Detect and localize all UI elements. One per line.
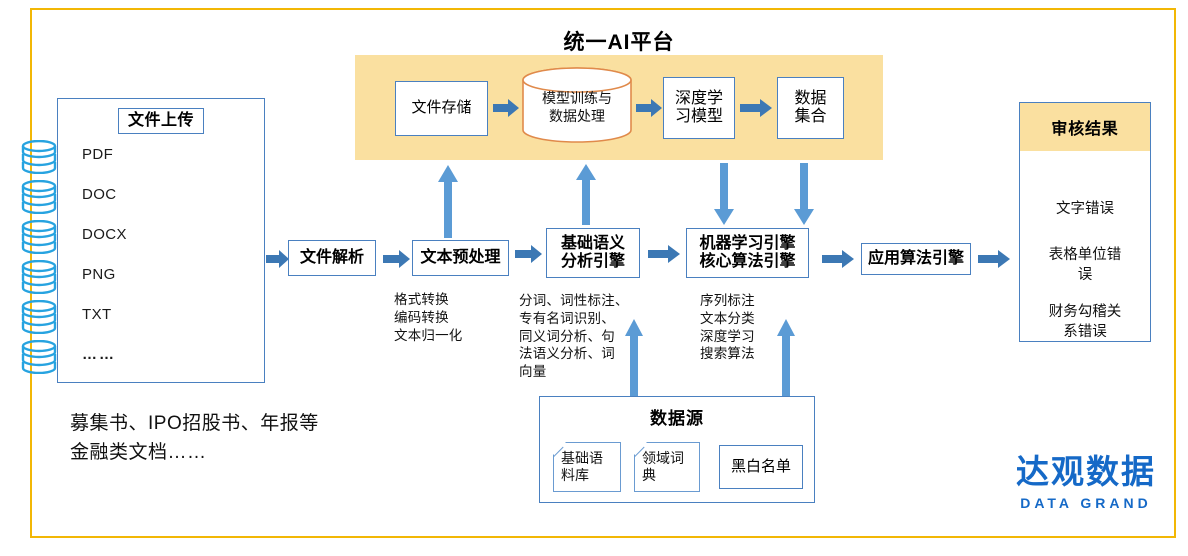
upload-item-label: TXT [82,306,112,323]
file-upload-panel [57,98,265,383]
upload-caption: 募集书、IPO招股书、年报等 金融类文档…… [70,413,319,463]
arrow-right-icon [515,245,542,263]
database-icon [21,300,57,334]
upload-item-label: DOCX [82,226,127,243]
upload-item-label: PNG [82,266,116,283]
arrow-up-icon [438,165,458,238]
logo-text-cn: 达观数据 [1016,453,1156,490]
arrow-up-icon [777,319,795,396]
upload-item-label: …… [82,346,116,363]
ai-node-model-training[interactable]: 模型训练与 数据处理 [521,66,633,144]
audit-result-item: 文字错误 [1056,201,1114,217]
arrow-down-icon [794,163,814,225]
data-source-item-domain-dictionary[interactable]: 领域词 典 [634,442,700,492]
database-icon [21,140,57,174]
arrow-right-icon [493,99,519,117]
pipeline-step-text-preprocess[interactable]: 文本预处理 [412,240,509,276]
upload-item-label: PDF [82,146,114,163]
arrow-up-icon [576,164,596,225]
upload-item-row: DOC [20,180,190,214]
database-icon [21,180,57,214]
upload-item-row: …… [20,340,190,374]
database-icon [21,220,57,254]
cylinder-icon [522,67,632,143]
upload-item-row: PDF [20,140,190,174]
pipeline-step-text-preprocess-details: 格式转换 编码转换 文本归一化 [394,292,463,343]
arrow-right-icon [648,245,680,263]
database-icon [21,340,57,374]
arrow-right-icon [266,250,289,268]
arrow-right-icon [822,250,854,268]
audit-result-item: 表格单位错 误 [1048,247,1122,283]
arrow-right-icon [383,250,410,268]
audit-result-item: 财务勾稽关 系错误 [1048,304,1122,340]
arrow-right-icon [978,250,1010,268]
upload-item-row: PNG [20,260,190,294]
data-source-item-blacklist-whitelist[interactable]: 黑白名单 [719,445,803,489]
pipeline-step-app-algorithm-engine[interactable]: 应用算法引擎 [861,243,971,275]
file-upload-title: 文件上传 [118,108,204,134]
pipeline-step-semantic-engine[interactable]: 基础语义 分析引擎 [546,228,640,278]
pipeline-step-file-parse[interactable]: 文件解析 [288,240,376,276]
ai-node-model-training-label: 模型训练与 数据处理 [542,90,612,124]
data-source-item-corpus[interactable]: 基础语 料库 [553,442,621,492]
upload-item-row: TXT [20,300,190,334]
arrow-up-icon [625,319,643,396]
upload-item-label: DOC [82,186,117,203]
ai-node-file-storage[interactable]: 文件存储 [395,81,488,136]
ai-node-deep-learning-model[interactable]: 深度学 习模型 [663,77,735,139]
arrow-down-icon [714,163,734,225]
ai-node-dataset[interactable]: 数据 集合 [777,77,844,139]
company-logo: 达观数据 DATA GRAND [1006,455,1166,511]
pipeline-step-ml-engine[interactable]: 机器学习引擎 核心算法引擎 [686,228,809,278]
outer-frame [30,8,1176,538]
logo-text-en: DATA GRAND [1020,495,1152,511]
arrow-right-icon [636,99,662,117]
database-icon [21,260,57,294]
pipeline-step-ml-engine-details: 序列标注 文本分类 深度学习 搜索算法 [700,293,755,362]
upload-item-row: DOCX [20,220,190,254]
ai-platform-title: 统一AI平台 [563,31,675,54]
data-source-title: 数据源 [650,409,704,428]
audit-result-title: 审核结果 [1020,103,1150,151]
arrow-right-icon [740,99,772,117]
pipeline-step-semantic-engine-details: 分词、词性标注、 专有名词识别、 同义词分析、句 法语义分析、词 向量 [519,293,629,380]
